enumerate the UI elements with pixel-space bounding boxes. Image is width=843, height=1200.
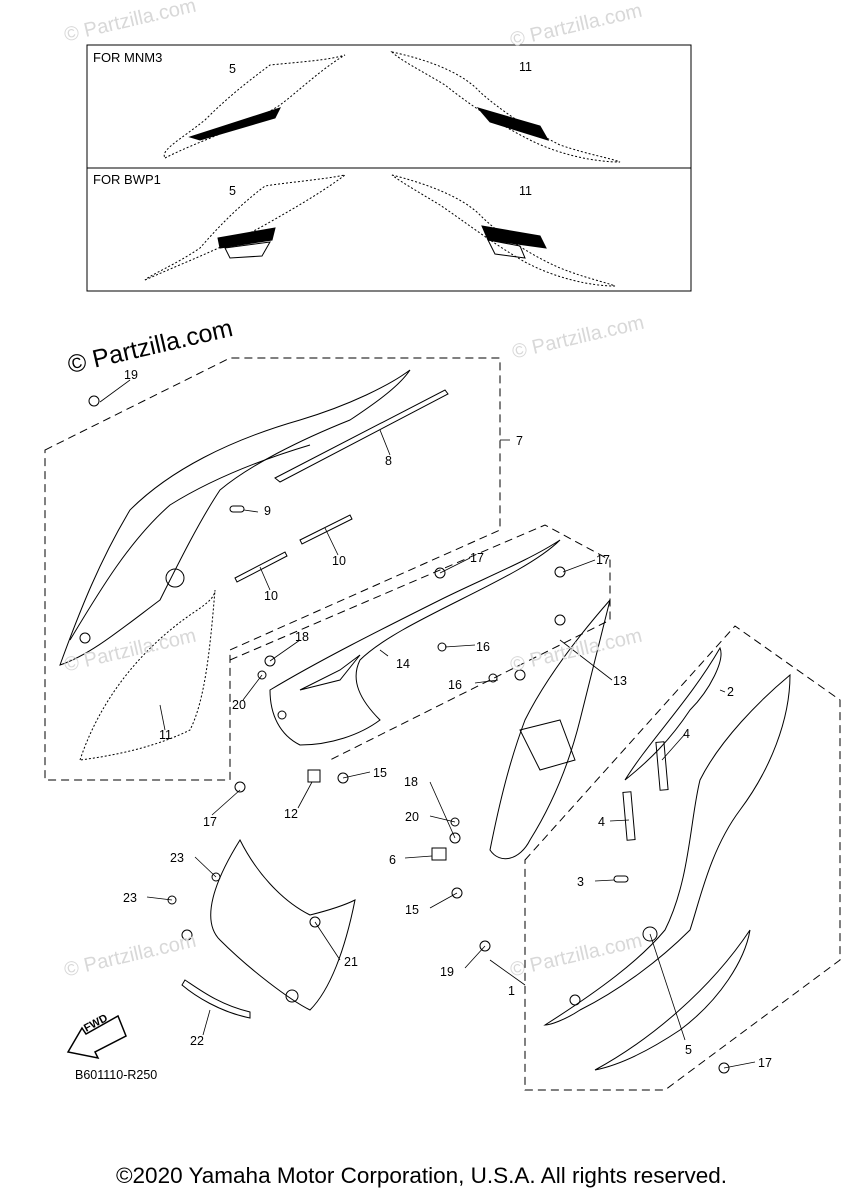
part-8-stripe: [274, 389, 449, 483]
leader-lines: [99, 379, 756, 1069]
part-13-duct: [489, 599, 611, 860]
part-1-side-panel: [543, 646, 791, 1026]
part-4-strip-a: [655, 741, 669, 791]
callout-3: 3: [577, 875, 584, 889]
callout-right-bwp1: 11: [519, 184, 532, 198]
callout-8: 8: [385, 454, 392, 468]
callout-13: 13: [613, 674, 627, 688]
callout-17: 17: [596, 553, 610, 567]
copyright-notice: ©2020 Yamaha Motor Corporation, U.S.A. A…: [115, 1163, 728, 1188]
callout-21: 21: [344, 955, 358, 969]
callout-5: 5: [685, 1043, 692, 1057]
callout-16: 16: [476, 640, 490, 654]
callout-11: 11: [159, 728, 172, 742]
callout-19: 19: [440, 965, 454, 979]
callout-7: 7: [516, 434, 523, 448]
part-10-strip-a: [299, 514, 353, 545]
callout-9: 9: [264, 504, 271, 518]
callout-18: 18: [295, 630, 309, 644]
variant-label-mnm3: FOR MNM3: [93, 50, 163, 65]
callout-6: 6: [389, 853, 396, 867]
part-5-lower-strip: [594, 929, 751, 1071]
callout-17: 17: [470, 551, 484, 565]
callout-17: 17: [758, 1056, 772, 1070]
part-11-lower-panel: [79, 589, 216, 761]
callout-12: 12: [284, 807, 298, 821]
callout-1: 1: [508, 984, 515, 998]
decal-right-bwp1: [391, 174, 616, 287]
callout-left-bwp1: 5: [229, 184, 236, 198]
fwd-arrow-icon: [66, 1014, 127, 1060]
callout-19: 19: [124, 368, 138, 382]
callout-23: 23: [170, 851, 184, 865]
part-14-bracket: [269, 539, 561, 746]
decal-right-mnm3: [390, 51, 621, 163]
callout-4: 4: [683, 727, 690, 741]
group-outline-7: [44, 357, 501, 781]
callout-4: 4: [598, 815, 605, 829]
part-9-clip: [229, 505, 245, 513]
callout-17: 17: [203, 815, 217, 829]
callout-10: 10: [332, 554, 346, 568]
callout-18: 18: [404, 775, 418, 789]
callout-2: 2: [727, 685, 734, 699]
fasteners: [88, 395, 730, 1074]
callout-right-mnm3: 11: [519, 60, 532, 74]
decal-left-mnm3: [163, 54, 346, 159]
callout-15: 15: [373, 766, 387, 780]
reference-code: B601110-R250: [75, 1068, 158, 1082]
callout-20: 20: [405, 810, 419, 824]
callout-22: 22: [190, 1034, 204, 1048]
part-21-under-cover: [181, 838, 356, 1011]
callout-16: 16: [448, 678, 462, 692]
variant-label-bwp1: FOR BWP1: [93, 172, 161, 187]
part-7-side-cowl: [59, 369, 411, 666]
part-10-strip-b: [234, 551, 288, 583]
callout-23: 23: [123, 891, 137, 905]
callout-20: 20: [232, 698, 246, 712]
group-outline-13-14: [229, 524, 611, 761]
part-4-strip-b: [622, 791, 636, 841]
group-outline-1: [524, 625, 841, 1091]
part-22-trim: [181, 979, 251, 1019]
part-3-clip: [613, 875, 629, 883]
callout-14: 14: [396, 657, 410, 671]
decal-left-bwp1: [144, 174, 346, 281]
callout-10: 10: [264, 589, 278, 603]
callout-left-mnm3: 5: [229, 62, 236, 76]
callout-15: 15: [405, 903, 419, 917]
